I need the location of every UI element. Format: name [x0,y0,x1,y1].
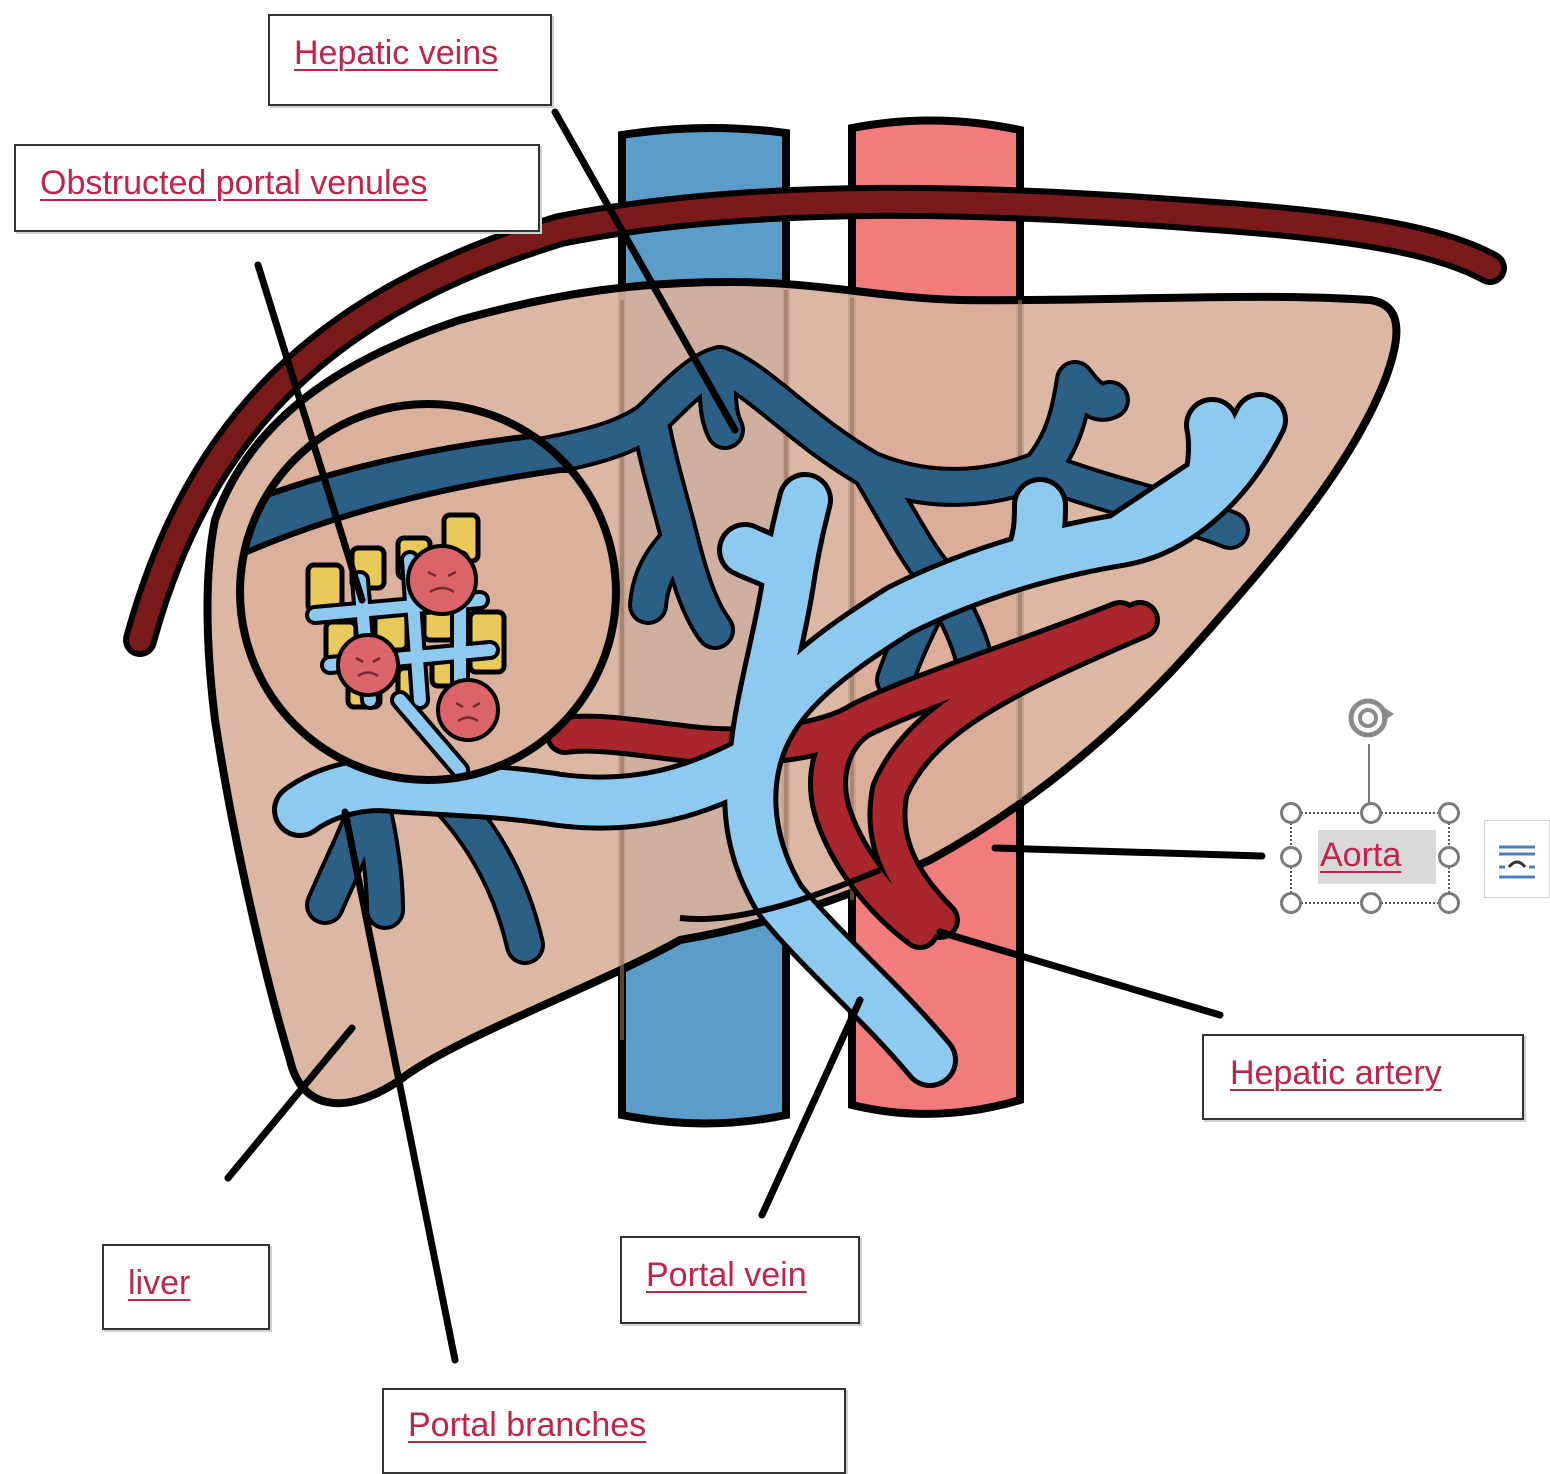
layout-options-icon[interactable] [1484,820,1550,898]
obstructed-portal-venules-label: Obstructed portal venules [40,164,427,203]
hepatic-veins-label: Hepatic veins [294,34,498,73]
inset-magnifier [240,404,616,780]
hepatic-artery-label: Hepatic artery [1230,1054,1442,1093]
resize-handle-middle-left[interactable] [1280,846,1302,868]
portal-branches-label: Portal branches [408,1406,646,1445]
rotate-handle-stem [1368,744,1370,804]
aorta-label[interactable]: Aorta [1320,836,1401,875]
resize-handle-top-middle[interactable] [1360,802,1382,824]
resize-handle-bottom-middle[interactable] [1360,892,1382,914]
rotate-icon[interactable] [1342,690,1398,746]
liver-label: liver [128,1264,190,1303]
resize-handle-bottom-left[interactable] [1280,892,1302,914]
leader-aorta [995,848,1262,856]
resize-handle-top-left[interactable] [1280,802,1302,824]
resize-handle-middle-right[interactable] [1438,846,1460,868]
resize-handle-bottom-right[interactable] [1438,892,1460,914]
resize-handle-top-right[interactable] [1438,802,1460,824]
portal-vein-label: Portal vein [646,1256,807,1295]
